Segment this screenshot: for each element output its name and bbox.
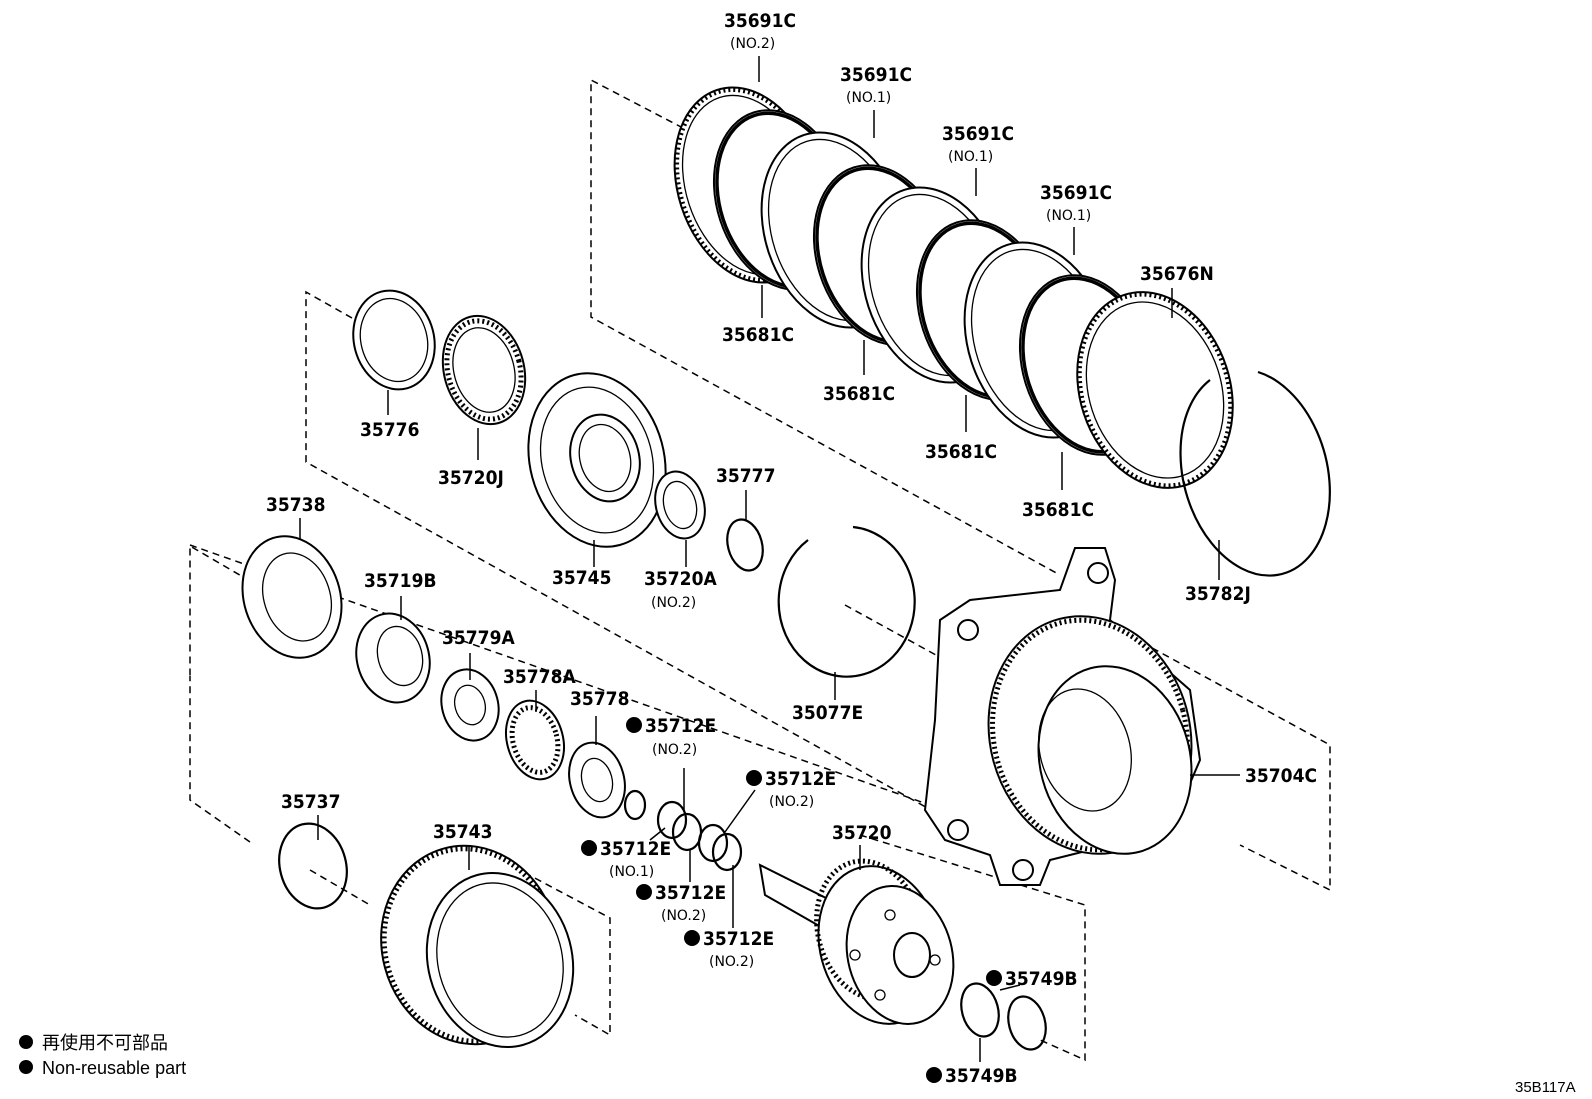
left-group-parts bbox=[241, 535, 626, 1049]
legend-bullet-icon bbox=[19, 1035, 33, 1049]
clutch-pack bbox=[673, 86, 1331, 577]
label-35681c-c: 35681C bbox=[925, 441, 997, 463]
shaft-35720 bbox=[758, 858, 955, 1025]
seal-rings bbox=[623, 789, 743, 872]
label-35077e: 35077E bbox=[792, 702, 863, 724]
leader-lines bbox=[299, 56, 1240, 1062]
legend-japanese: 再使用不可部品 bbox=[42, 1033, 168, 1053]
non-reusable-bullet-icon bbox=[636, 884, 652, 900]
label-35691c-no1-a: 35691C bbox=[840, 64, 912, 86]
label-35712e-no2-d: 35712E bbox=[703, 928, 774, 950]
illustration-code: 35B117A bbox=[1515, 1079, 1576, 1096]
sublabel-35712e-no2-a: (NO.2) bbox=[652, 742, 697, 758]
sublabel-35720a: (NO.2) bbox=[651, 595, 696, 611]
sublabel-35691c-no1-a: (NO.1) bbox=[846, 90, 891, 106]
sublabel-35691c-no1-b: (NO.1) bbox=[948, 149, 993, 165]
legend: 再使用不可部品 Non-reusable part bbox=[19, 1033, 186, 1078]
non-reusable-bullet-icon bbox=[684, 930, 700, 946]
label-35778a: 35778A bbox=[503, 666, 576, 688]
label-35681c-d: 35681C bbox=[1022, 499, 1094, 521]
label-35691c-no2: 35691C bbox=[724, 10, 796, 32]
label-35737: 35737 bbox=[281, 791, 340, 813]
sublabel-35712e-no2-b: (NO.2) bbox=[769, 794, 814, 810]
label-35738: 35738 bbox=[266, 494, 325, 516]
label-35776: 35776 bbox=[360, 419, 419, 441]
sublabel-35712e-no2-c: (NO.2) bbox=[661, 908, 706, 924]
label-35749b-b: 35749B bbox=[945, 1065, 1018, 1087]
legend-bullet-icon bbox=[19, 1060, 33, 1074]
label-35743: 35743 bbox=[433, 821, 492, 843]
non-reusable-bullet-icon bbox=[626, 717, 642, 733]
label-35720: 35720 bbox=[832, 822, 892, 844]
sublabel-35691c-no2: (NO.2) bbox=[730, 36, 775, 52]
label-35778: 35778 bbox=[570, 688, 629, 710]
sublabel-35712e-no2-d: (NO.2) bbox=[709, 954, 754, 970]
sublabel-35712e-no1: (NO.1) bbox=[609, 864, 654, 880]
label-35745: 35745 bbox=[552, 567, 611, 589]
label-35676n: 35676N bbox=[1140, 263, 1214, 285]
callout-labels: 35691C (NO.2) 35691C (NO.1) 35691C (NO.1… bbox=[266, 10, 1317, 1087]
label-35777: 35777 bbox=[716, 465, 775, 487]
label-35719b: 35719B bbox=[364, 570, 437, 592]
label-35720a: 35720A bbox=[644, 568, 717, 590]
label-35712e-no1: 35712E bbox=[600, 838, 671, 860]
non-reusable-bullet-icon bbox=[581, 840, 597, 856]
middle-row-parts bbox=[352, 289, 916, 678]
housing-35704c bbox=[923, 547, 1202, 886]
label-35712e-no2-c: 35712E bbox=[655, 882, 726, 904]
label-35720j: 35720J bbox=[438, 467, 504, 489]
sublabel-35691c-no1-c: (NO.1) bbox=[1046, 208, 1091, 224]
label-35712e-no2-a: 35712E bbox=[645, 715, 716, 737]
rings-35749b bbox=[960, 982, 1047, 1051]
label-35681c-b: 35681C bbox=[823, 383, 895, 405]
label-35681c-a: 35681C bbox=[722, 324, 794, 346]
label-35782j: 35782J bbox=[1185, 583, 1251, 605]
label-35704c: 35704C bbox=[1245, 765, 1317, 787]
non-reusable-bullet-icon bbox=[926, 1067, 942, 1083]
legend-english: Non-reusable part bbox=[42, 1058, 186, 1078]
label-35691c-no1-b: 35691C bbox=[942, 123, 1014, 145]
label-35712e-no2-b: 35712E bbox=[765, 768, 836, 790]
label-35749b-a: 35749B bbox=[1005, 968, 1078, 990]
assembly-outlines bbox=[189, 78, 1331, 1062]
non-reusable-bullet-icon bbox=[986, 970, 1002, 986]
label-35779a: 35779A bbox=[442, 627, 515, 649]
non-reusable-bullet-icon bbox=[746, 770, 762, 786]
label-35691c-no1-c: 35691C bbox=[1040, 182, 1112, 204]
